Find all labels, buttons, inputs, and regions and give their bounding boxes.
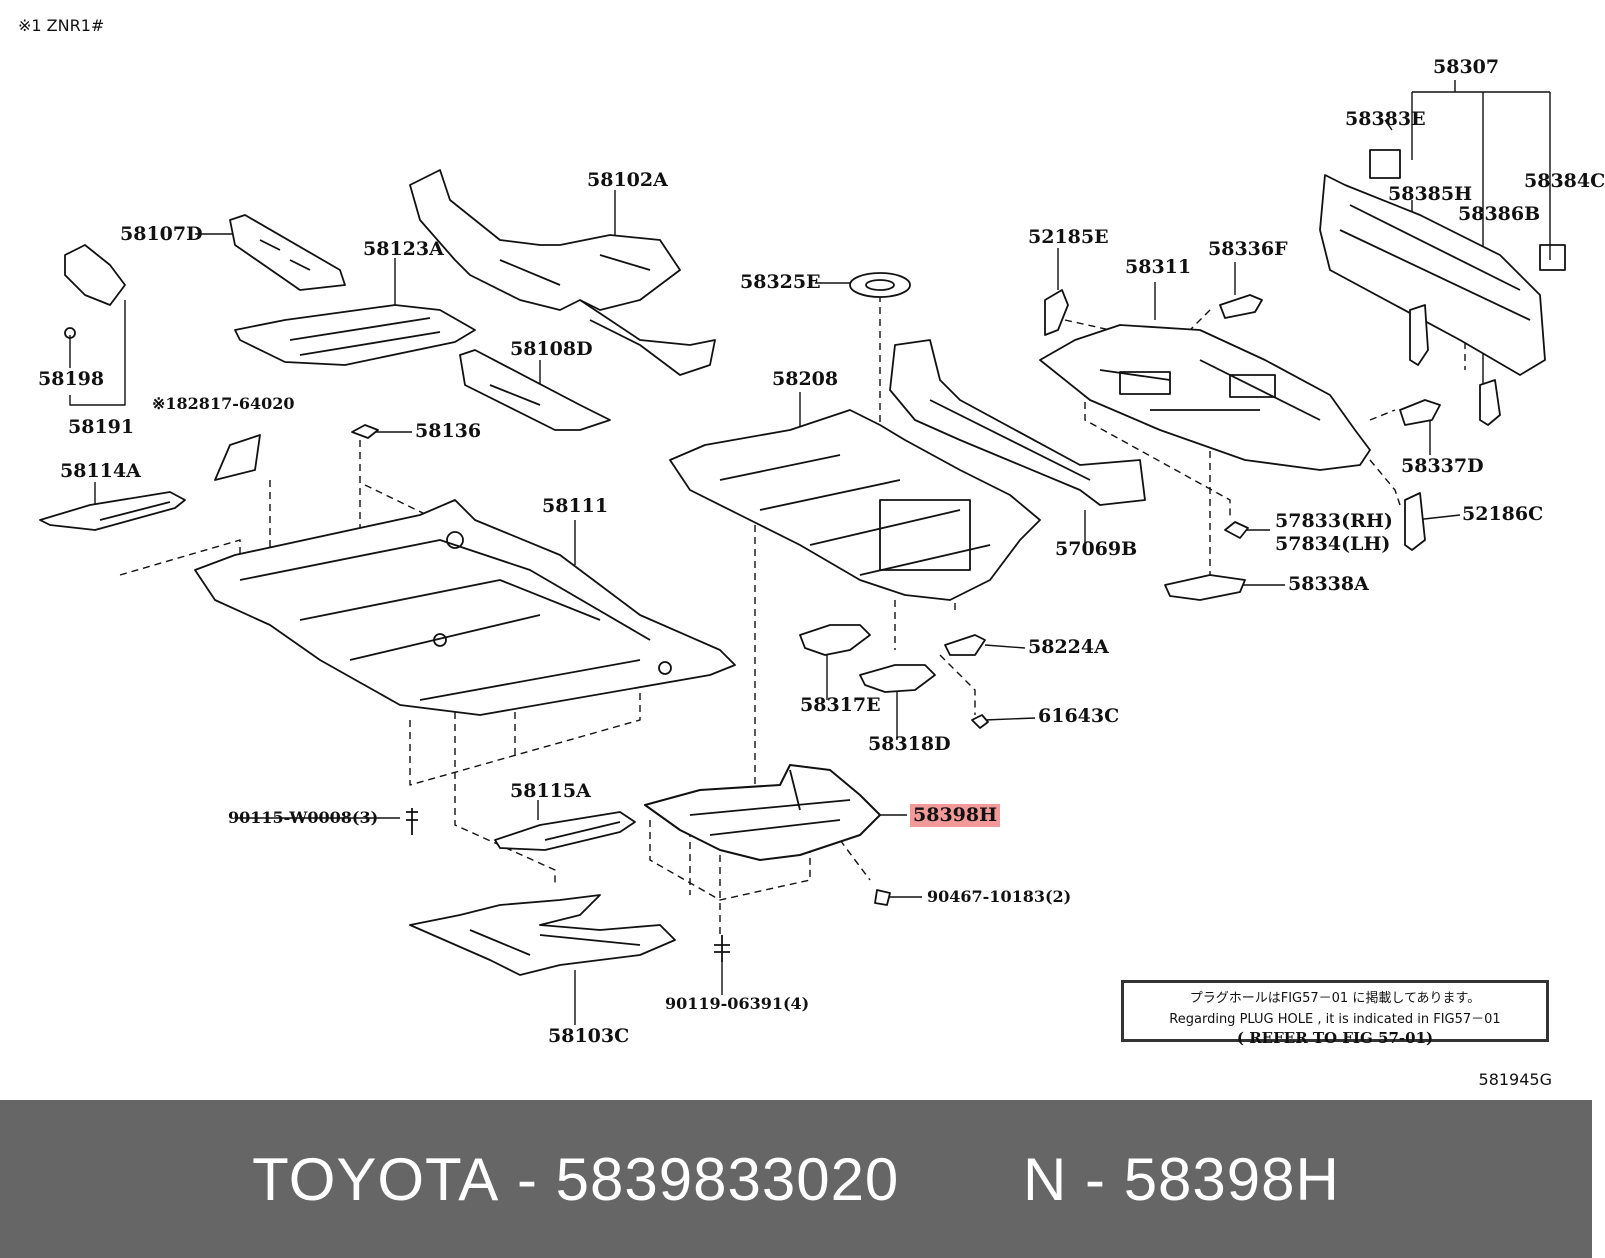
note-line-english: Regarding PLUG HOLE , it is indicated in… (1169, 1012, 1501, 1027)
label-58103C[interactable]: 58103C (548, 1025, 630, 1047)
label-58318D[interactable]: 58318D (868, 733, 951, 755)
label-57069B[interactable]: 57069B (1055, 538, 1138, 560)
label-58136[interactable]: 58136 (415, 420, 482, 442)
refer-note-box: プラグホールはFIG57－01 に掲載してあります。 Regarding PLU… (1121, 980, 1549, 1047)
label-90115-W0008[interactable]: 90115-W0008(3) (228, 808, 379, 827)
label-58224A[interactable]: 58224A (1028, 636, 1109, 658)
label-58384C[interactable]: 58384C (1524, 170, 1605, 192)
label-52186C[interactable]: 52186C (1462, 503, 1544, 525)
label-58383E[interactable]: 58383E (1345, 108, 1426, 130)
label-58307[interactable]: 58307 (1433, 56, 1500, 78)
label-58385H[interactable]: 58385H (1388, 183, 1473, 205)
label-58114A[interactable]: 58114A (60, 460, 141, 482)
diagram-drawing (39, 80, 1566, 1025)
banner-ref: N (1023, 1145, 1068, 1213)
label-58115A[interactable]: 58115A (510, 780, 591, 802)
label-61643C[interactable]: 61643C (1038, 705, 1120, 727)
label-58337D[interactable]: 58337D (1401, 455, 1484, 477)
label-58108D[interactable]: 58108D (510, 338, 593, 360)
label-182817-64020[interactable]: ※182817-64020 (152, 394, 295, 413)
banner-separator: - (499, 1145, 556, 1213)
part-shapes (39, 149, 1566, 976)
label-58102A[interactable]: 58102A (587, 169, 668, 191)
label-58191[interactable]: 58191 (68, 416, 135, 438)
label-57833-rh[interactable]: 57833(RH) (1275, 510, 1393, 532)
label-58311[interactable]: 58311 (1125, 256, 1192, 278)
banner-gap (899, 1145, 1023, 1214)
note-line-japanese: プラグホールはFIG57－01 に掲載してあります。 (1189, 991, 1481, 1006)
label-58198[interactable]: 58198 (38, 368, 105, 390)
parts-diagram: ※1 ZNR1# 58307 58383E 58384C 58385H 5838… (18, 16, 1605, 1089)
label-90119-06391[interactable]: 90119-06391(4) (665, 994, 810, 1013)
label-58386B[interactable]: 58386B (1458, 203, 1541, 225)
label-58338A[interactable]: 58338A (1288, 573, 1369, 595)
label-58208[interactable]: 58208 (772, 368, 839, 390)
leader-lines (69, 80, 1551, 1025)
label-58336F[interactable]: 58336F (1208, 238, 1288, 260)
label-58325E[interactable]: 58325E (740, 271, 821, 293)
label-58107D[interactable]: 58107D (120, 223, 203, 245)
banner-separator-2: - (1067, 1145, 1124, 1213)
label-57834-lh[interactable]: 57834(LH) (1275, 533, 1391, 555)
corner-note: ※1 ZNR1# (18, 16, 105, 35)
banner-brand: TOYOTA (252, 1145, 500, 1213)
banner-text: TOYOTA - 5839833020 N - 58398H (0, 1100, 1592, 1258)
figure-code: 581945G (1478, 1070, 1552, 1089)
banner-part-number: 5839833020 (555, 1145, 900, 1213)
label-52185E[interactable]: 52185E (1028, 226, 1109, 248)
label-58398H-highlighted[interactable]: 58398H (910, 804, 1001, 827)
note-line-refer: ( REFER TO FIG 57-01) (1236, 1029, 1434, 1047)
part-banner: TOYOTA - 5839833020 N - 58398H (0, 1100, 1592, 1258)
banner-code: 58398H (1123, 1145, 1340, 1213)
label-90467-10183[interactable]: 90467-10183(2) (927, 887, 1072, 906)
label-58317E[interactable]: 58317E (800, 694, 881, 716)
label-58123A[interactable]: 58123A (363, 238, 444, 260)
label-58111[interactable]: 58111 (542, 495, 609, 517)
